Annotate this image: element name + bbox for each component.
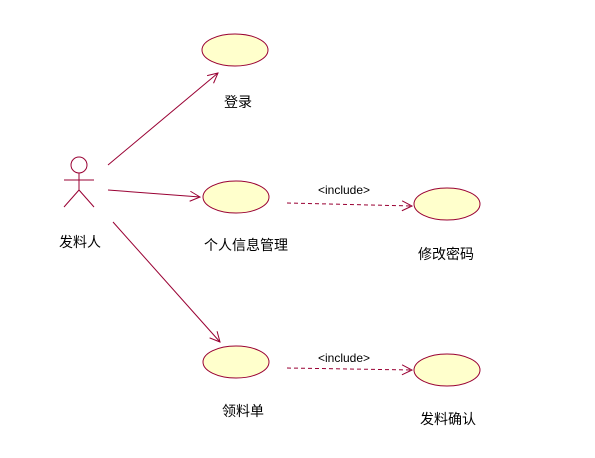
use-case-issue-confirm[interactable]: 发料确认 <box>413 353 481 428</box>
use-case-personal-info-label: 个人信息管理 <box>204 237 288 254</box>
actor-left-leg <box>63 189 80 208</box>
actor-head-icon <box>70 156 88 174</box>
use-case-issue-confirm-ellipse <box>413 353 481 387</box>
use-case-personal-info-ellipse <box>202 180 270 214</box>
use-case-login[interactable]: 登录 <box>201 33 269 111</box>
use-case-requisition-label: 领料单 <box>222 404 264 420</box>
use-case-requisition[interactable]: 领料单 <box>202 345 270 420</box>
actor-right-leg <box>78 189 95 208</box>
use-case-login-label: 登录 <box>224 95 252 111</box>
use-case-change-password[interactable]: 修改密码 <box>413 187 481 263</box>
association-personal-info[interactable] <box>107 189 200 197</box>
association-login[interactable] <box>107 73 218 166</box>
use-case-change-password-label: 修改密码 <box>418 246 474 263</box>
actor-label: 发料人 <box>59 235 101 251</box>
use-case-change-password-ellipse <box>413 187 481 221</box>
actor[interactable]: 发料人 <box>59 156 101 251</box>
use-case-login-ellipse <box>201 33 269 67</box>
include-arrow-issue-confirm[interactable] <box>286 368 412 370</box>
use-case-issue-confirm-label: 发料确认 <box>420 412 476 428</box>
use-case-requisition-ellipse <box>202 345 270 379</box>
include-label-2: <include> <box>318 351 370 365</box>
include-arrow-change-password[interactable] <box>286 203 412 206</box>
use-case-personal-info[interactable]: 个人信息管理 <box>202 180 288 254</box>
association-requisition[interactable] <box>112 221 220 342</box>
include-label-1: <include> <box>318 183 370 197</box>
